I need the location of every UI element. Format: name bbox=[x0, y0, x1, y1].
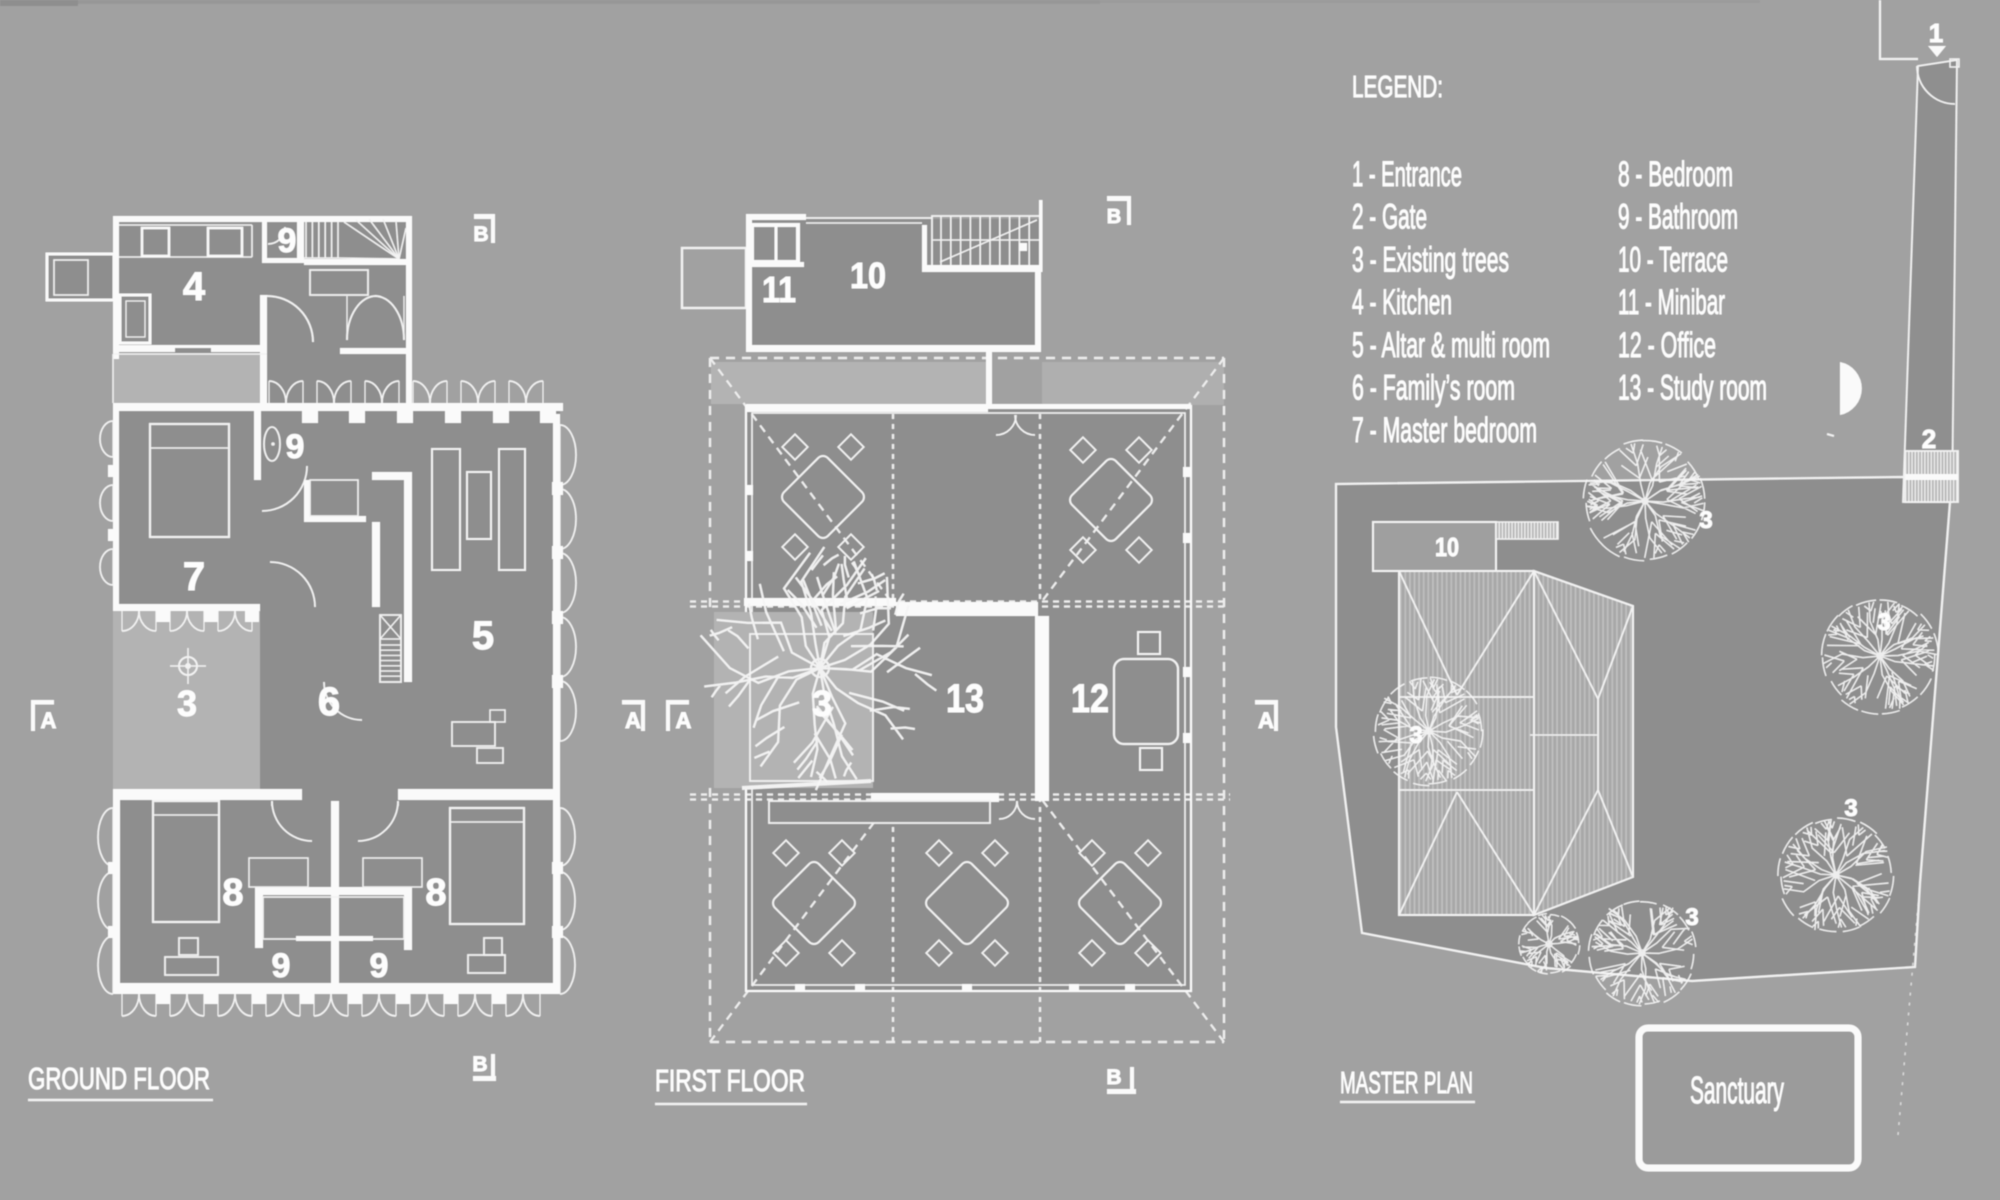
svg-text:1: 1 bbox=[1929, 18, 1943, 48]
svg-text:9: 9 bbox=[272, 947, 291, 985]
svg-text:3: 3 bbox=[177, 683, 197, 724]
svg-text:A: A bbox=[41, 708, 57, 733]
svg-text:8: 8 bbox=[222, 872, 243, 914]
svg-text:5: 5 bbox=[472, 614, 494, 658]
svg-text:12 - Office: 12 - Office bbox=[1618, 326, 1716, 365]
svg-text:10: 10 bbox=[1435, 532, 1459, 562]
svg-text:8 - Bedroom: 8 - Bedroom bbox=[1618, 155, 1733, 194]
svg-text:2: 2 bbox=[1922, 424, 1936, 454]
svg-text:13 - Study room: 13 - Study room bbox=[1618, 369, 1767, 408]
svg-text:3: 3 bbox=[1409, 722, 1422, 749]
svg-text:MASTER PLAN: MASTER PLAN bbox=[1340, 1065, 1473, 1100]
svg-text:3: 3 bbox=[1877, 609, 1890, 636]
svg-text:B: B bbox=[472, 1053, 487, 1076]
svg-text:10 - Terrace: 10 - Terrace bbox=[1618, 240, 1728, 279]
svg-text:GROUND FLOOR: GROUND FLOOR bbox=[28, 1061, 210, 1096]
svg-text:9: 9 bbox=[278, 222, 297, 260]
svg-text:11: 11 bbox=[762, 269, 796, 310]
svg-text:4 - Kitchen: 4 - Kitchen bbox=[1352, 283, 1452, 322]
svg-text:B: B bbox=[1107, 206, 1121, 228]
svg-text:6 - Family’s room: 6 - Family’s room bbox=[1352, 369, 1515, 408]
svg-text:LEGEND:: LEGEND: bbox=[1352, 69, 1443, 104]
svg-text:3: 3 bbox=[1699, 507, 1712, 534]
svg-text:10: 10 bbox=[850, 255, 886, 296]
svg-text:11 - Minibar: 11 - Minibar bbox=[1618, 283, 1725, 322]
svg-text:9 - Bathroom: 9 - Bathroom bbox=[1618, 198, 1738, 237]
svg-text:3 - Existing trees: 3 - Existing trees bbox=[1352, 240, 1509, 279]
svg-text:3: 3 bbox=[1685, 904, 1698, 931]
svg-text:7: 7 bbox=[183, 555, 205, 599]
svg-text:3: 3 bbox=[1844, 795, 1857, 822]
svg-text:A: A bbox=[1258, 708, 1274, 733]
svg-text:9: 9 bbox=[370, 947, 389, 985]
svg-text:13: 13 bbox=[946, 677, 984, 721]
svg-text:5 - Altar & multi room: 5 - Altar & multi room bbox=[1352, 326, 1550, 365]
svg-text:3: 3 bbox=[812, 683, 832, 724]
svg-text:12: 12 bbox=[1071, 677, 1109, 721]
svg-text:6: 6 bbox=[318, 680, 340, 724]
svg-text:7 - Master bedroom: 7 - Master bedroom bbox=[1352, 411, 1537, 450]
svg-text:A: A bbox=[676, 708, 692, 733]
svg-text:B: B bbox=[1106, 1066, 1121, 1089]
svg-text:A: A bbox=[625, 708, 641, 733]
svg-text:8: 8 bbox=[425, 872, 446, 914]
svg-text:FIRST FLOOR: FIRST FLOOR bbox=[655, 1063, 805, 1098]
svg-text:B: B bbox=[473, 223, 488, 246]
svg-text:9: 9 bbox=[286, 428, 305, 466]
svg-text:2 - Gate: 2 - Gate bbox=[1352, 198, 1427, 237]
svg-text:Sanctuary: Sanctuary bbox=[1690, 1070, 1784, 1112]
svg-text:4: 4 bbox=[183, 265, 206, 309]
svg-text:1 - Entrance: 1 - Entrance bbox=[1352, 155, 1462, 194]
